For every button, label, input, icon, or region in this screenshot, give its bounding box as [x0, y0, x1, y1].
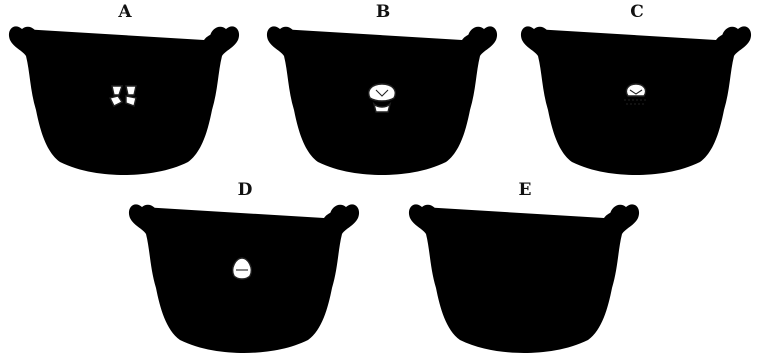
panel-a: A	[0, 0, 250, 175]
mandible-diagram-b	[258, 0, 508, 175]
panel-c: C	[512, 0, 762, 175]
mandible-diagram-c	[512, 0, 762, 175]
mandible-diagram-e	[400, 178, 650, 353]
mandible-diagram-d	[120, 178, 370, 353]
panel-d: D	[120, 178, 370, 353]
panel-b: B	[258, 0, 508, 175]
mandible-diagram-a	[0, 0, 250, 175]
panel-e: E	[400, 178, 650, 353]
tooth-crown-d	[233, 258, 252, 279]
